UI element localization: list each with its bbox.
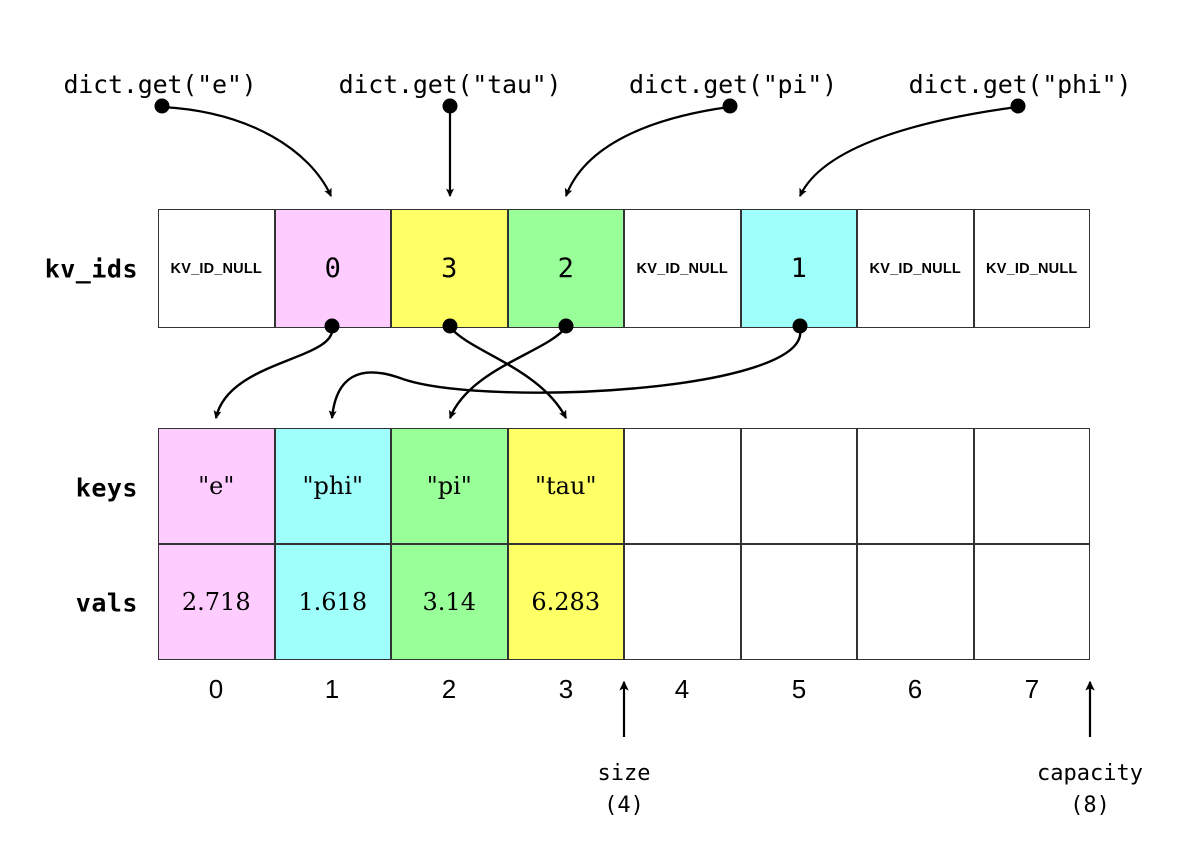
vals-cell-2-text: 3.14 [422,588,476,616]
vals-cell-2[interactable]: 3.14 [391,544,508,660]
call-label-e: dict.get("e") [63,70,257,99]
vals-cell-7[interactable] [973,544,1090,660]
vals-cell-3-text: 6.283 [531,588,601,616]
capacity-annotation-value: (8) [1070,793,1110,818]
keys-cell-1-text: "phi" [302,472,364,500]
call-dot-phi [1010,98,1026,114]
index-label-2: 2 [441,674,457,704]
row-label-vals: vals [75,588,138,618]
keys-cell-1[interactable]: "phi" [274,428,391,544]
kv-ids-cell-1[interactable]: 0 [274,209,391,328]
call-arrow-phi [799,98,1026,197]
kv-ids-cell-0-text: KV_ID_NULL [170,260,262,277]
keys-cell-7[interactable] [973,428,1090,544]
row-label-keys: keys [75,473,138,503]
kv-ids-cell-5-text: 1 [790,253,807,284]
link-arrow-slot5-to-entry1 [328,328,802,420]
index-label-5: 5 [791,674,807,704]
keys-cell-0-text: "e" [198,472,235,500]
kv-ids-cell-2[interactable]: 3 [391,209,508,328]
vals-cell-4[interactable] [624,544,741,660]
kv-ids-cell-6-text: KV_ID_NULL [869,260,961,277]
kv-ids-cell-2-text: 3 [441,253,458,284]
vals-cell-0-text: 2.718 [181,588,251,616]
call-label-phi: dict.get("phi") [908,70,1132,99]
index-label-6: 6 [907,674,923,704]
call-arrow-e [154,98,333,198]
call-dot-e [154,98,170,114]
vals-cell-1[interactable]: 1.618 [274,544,391,660]
keys-cell-3[interactable]: "tau" [507,428,624,544]
kv-ids-cell-6[interactable]: KV_ID_NULL [857,209,974,328]
vals-cell-6[interactable] [857,544,974,660]
call-arrow-tau [442,98,458,198]
kv-ids-cell-5[interactable]: 1 [740,209,857,328]
kv-ids-cell-3-text: 2 [557,253,574,284]
size-annotation-value: (4) [604,793,644,818]
index-label-3: 3 [558,674,574,704]
kv-ids-cell-3[interactable]: 2 [507,209,624,328]
index-label-0: 0 [208,674,224,704]
call-dot-tau [442,98,458,114]
keys-cell-3-text: "tau" [535,472,597,500]
keys-cell-0[interactable]: "e" [158,428,275,544]
keys-cell-2[interactable]: "pi" [391,428,508,544]
vals-cell-0[interactable]: 2.718 [158,544,275,660]
vals-cell-3[interactable]: 6.283 [507,544,624,660]
vals-cell-1-text: 1.618 [298,588,368,616]
index-label-7: 7 [1024,674,1040,704]
kv-ids-cell-7[interactable]: KV_ID_NULL [973,209,1090,328]
size-annotation-label: size [597,761,651,786]
index-label-1: 1 [324,674,340,704]
kv-ids-cell-4[interactable]: KV_ID_NULL [624,209,741,328]
row-label-kv-ids: kv_ids [44,254,138,284]
call-arrow-pi [564,98,738,198]
vals-cell-5[interactable] [740,544,857,660]
link-arrow-slot2-to-entry3 [449,326,568,419]
kv-ids-cell-1-text: 0 [324,253,341,284]
link-arrow-slot1-to-entry0 [213,326,334,420]
call-dot-pi [722,98,738,114]
kv-ids-cell-4-text: KV_ID_NULL [636,260,728,277]
keys-cell-2-text: "pi" [426,472,472,500]
call-label-tau: dict.get("tau") [338,70,562,99]
keys-cell-4[interactable] [624,428,741,544]
kv-ids-cell-7-text: KV_ID_NULL [986,260,1078,277]
keys-cell-5[interactable] [740,428,857,544]
capacity-annotation-label: capacity [1037,761,1143,786]
call-label-pi: dict.get("pi") [629,70,837,99]
index-label-4: 4 [674,674,690,704]
keys-cell-6[interactable] [857,428,974,544]
link-arrow-slot3-to-entry2 [448,326,567,420]
kv-ids-cell-0[interactable]: KV_ID_NULL [158,209,275,328]
